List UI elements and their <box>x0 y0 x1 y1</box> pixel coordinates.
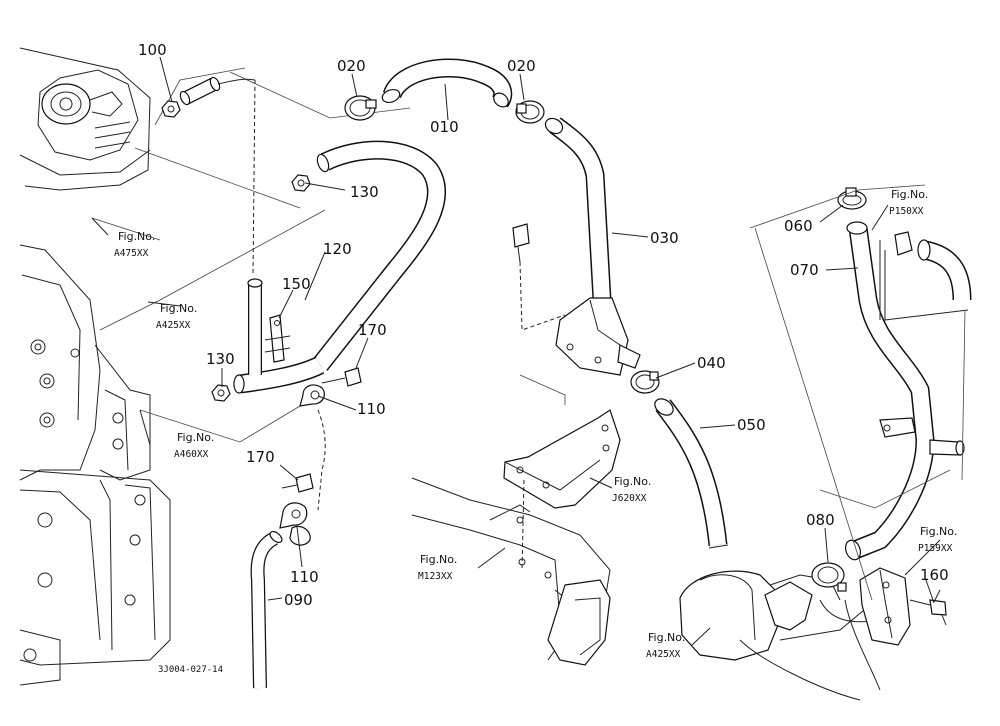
hose-clamp-080 <box>811 562 847 592</box>
figure-references: Fig.No. A475XX Fig.No. A425XX Fig.No. A4… <box>114 188 957 660</box>
part-label-110-upper: 110 <box>357 400 386 418</box>
water-pipe-070 <box>844 221 965 561</box>
svg-text:Fig.No.: Fig.No. <box>420 553 457 566</box>
reference-lines-right <box>749 184 966 601</box>
hose-120 <box>233 140 446 394</box>
fig-ref-a425-right: Fig.No. A425XX <box>646 631 685 660</box>
nut-130-lower <box>211 384 231 402</box>
hose-clamp-040 <box>630 370 660 394</box>
hose-090 <box>250 530 283 689</box>
water-pipe-030 <box>544 117 641 376</box>
clip-110-lower <box>279 502 311 546</box>
fig-ref-p159: Fig.No. P159XX <box>918 525 957 554</box>
svg-text:Fig.No.: Fig.No. <box>920 525 957 538</box>
reference-lines-left <box>91 67 411 511</box>
fig-ref-m123: Fig.No. M123XX <box>418 553 457 582</box>
bolt-160 <box>909 589 947 626</box>
nut-100 <box>161 100 181 118</box>
part-label-150: 150 <box>282 275 311 293</box>
part-label-090: 090 <box>284 591 313 609</box>
hose-010 <box>381 58 513 108</box>
part-label-070: 070 <box>790 261 819 279</box>
svg-text:Fig.No.: Fig.No. <box>614 475 651 488</box>
svg-text:P150XX: P150XX <box>889 206 924 217</box>
bracket-j620 <box>503 374 621 571</box>
housing-a425 <box>679 570 881 701</box>
part-label-170-upper: 170 <box>358 321 387 339</box>
svg-text:A425XX: A425XX <box>156 320 191 331</box>
label-leaders <box>91 56 941 646</box>
part-label-060: 060 <box>784 217 813 235</box>
frame-m123 <box>411 477 611 666</box>
svg-text:A475XX: A475XX <box>114 248 149 259</box>
part-label-080: 080 <box>806 511 835 529</box>
part-label-110-lower: 110 <box>290 568 319 586</box>
svg-text:Fig.No.: Fig.No. <box>648 631 685 644</box>
part-label-040: 040 <box>697 354 726 372</box>
part-label-020-right: 020 <box>507 57 536 75</box>
svg-text:M123XX: M123XX <box>418 571 453 582</box>
engine-block-drawing <box>19 47 171 686</box>
part-label-050: 050 <box>737 416 766 434</box>
drawing-code: 3J004-027-14 <box>158 665 223 675</box>
hose-clamp-020-left <box>344 95 377 121</box>
part-labels: 100 020 020 010 130 120 150 130 170 110 … <box>138 41 949 609</box>
hose-clamp-060 <box>837 187 867 210</box>
hose-segment-100 <box>179 76 256 106</box>
bolt-170-upper <box>321 367 362 387</box>
part-label-130-upper: 130 <box>350 183 379 201</box>
hose-clamp-020-right <box>515 100 545 124</box>
part-label-020-left: 020 <box>337 57 366 75</box>
svg-text:P159XX: P159XX <box>918 543 953 554</box>
svg-text:Fig.No.: Fig.No. <box>160 302 197 315</box>
svg-text:Fig.No.: Fig.No. <box>891 188 928 201</box>
fig-ref-p150: Fig.No. P150XX <box>889 188 928 217</box>
part-label-130-lower: 130 <box>206 350 235 368</box>
part-label-030: 030 <box>650 229 679 247</box>
hose-p150 <box>879 231 972 321</box>
svg-text:A460XX: A460XX <box>174 449 209 460</box>
svg-text:A425XX: A425XX <box>646 649 681 660</box>
svg-text:Fig.No.: Fig.No. <box>177 431 214 444</box>
part-label-100: 100 <box>138 41 167 59</box>
fig-ref-a475: Fig.No. A475XX <box>114 230 155 259</box>
part-label-160: 160 <box>920 566 949 584</box>
part-label-010: 010 <box>430 118 459 136</box>
hose-050 <box>654 398 729 549</box>
fig-ref-j620: Fig.No. J620XX <box>612 475 651 504</box>
clip-110-upper <box>299 384 325 407</box>
hose-clamp-150 <box>264 314 291 363</box>
bolt-170-lower <box>281 473 314 493</box>
svg-text:J620XX: J620XX <box>612 493 647 504</box>
svg-text:Fig.No.: Fig.No. <box>118 230 155 243</box>
bracket-p159 <box>844 567 911 691</box>
part-label-170-lower: 170 <box>246 448 275 466</box>
fig-ref-a425-left: Fig.No. A425XX <box>156 302 197 331</box>
bolt-pipe-top <box>512 223 566 331</box>
fig-ref-a460: Fig.No. A460XX <box>174 431 214 460</box>
part-label-120: 120 <box>323 240 352 258</box>
